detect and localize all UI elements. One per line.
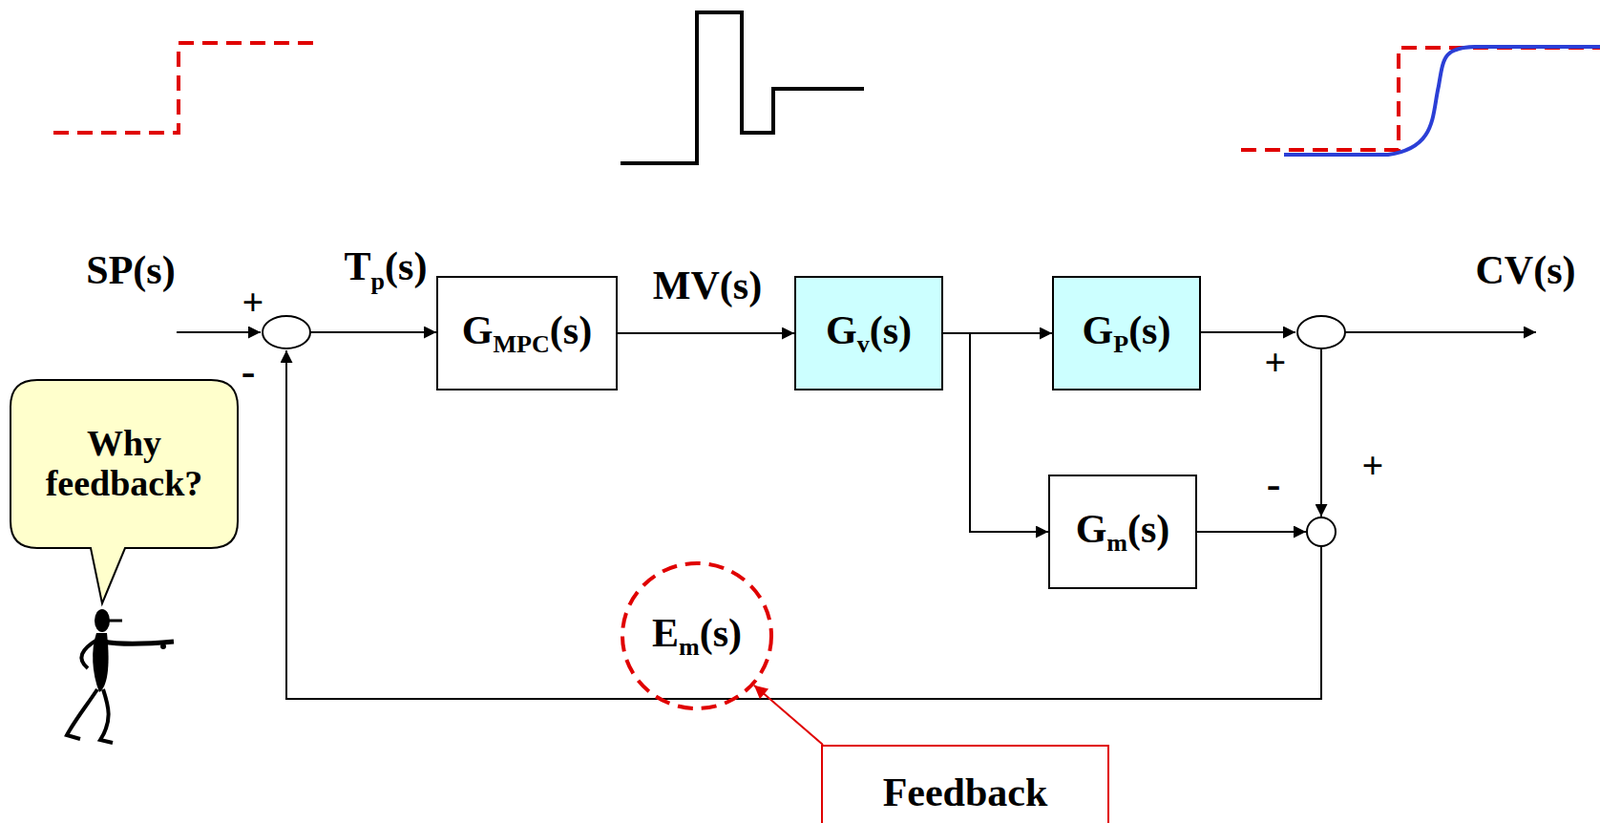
sign: -: [1266, 463, 1282, 506]
node-text: GMPC(s): [462, 308, 592, 359]
sign: +: [1264, 343, 1287, 382]
sign: +: [1362, 446, 1385, 485]
controller-box: GMPC(s): [436, 275, 618, 391]
setpoint-step-sketch: [53, 42, 316, 133]
summing-junction: [1306, 517, 1336, 547]
model-box: Gm(s): [1048, 474, 1198, 590]
summing-junction: [1297, 315, 1346, 349]
callout-box: Feedback: [821, 744, 1110, 823]
node-text: Why feedback?: [28, 423, 220, 505]
dashed-circle: Em(s): [620, 561, 774, 711]
node-text: Em(s): [652, 610, 742, 662]
node-text: Gm(s): [1075, 506, 1171, 558]
node-text: GP(s): [1082, 308, 1172, 359]
mv-pulse-sketch: [620, 12, 864, 164]
speech-bubble: Why feedback?: [10, 379, 238, 548]
valve-box: Gv(s): [794, 275, 944, 391]
sign: +: [242, 283, 265, 322]
sign: -: [241, 351, 256, 394]
cv-setpoint-sketch: [1241, 47, 1600, 150]
signal-arrow: [617, 332, 795, 335]
signal-label: CV(s): [1475, 250, 1577, 291]
signal-arrow: [943, 333, 1049, 532]
callout-arrow: [754, 685, 823, 745]
node-text: Feedback: [883, 770, 1049, 815]
signal-label: Tp(s): [344, 246, 428, 294]
cv-response-sketch: [1284, 46, 1600, 155]
node-text: Gv(s): [825, 308, 912, 359]
signal-label: MV(s): [652, 265, 762, 306]
pointing-figure: [66, 609, 174, 743]
signal-label: SP(s): [85, 250, 175, 291]
process-box: GP(s): [1052, 275, 1201, 391]
summing-junction: [262, 315, 311, 349]
